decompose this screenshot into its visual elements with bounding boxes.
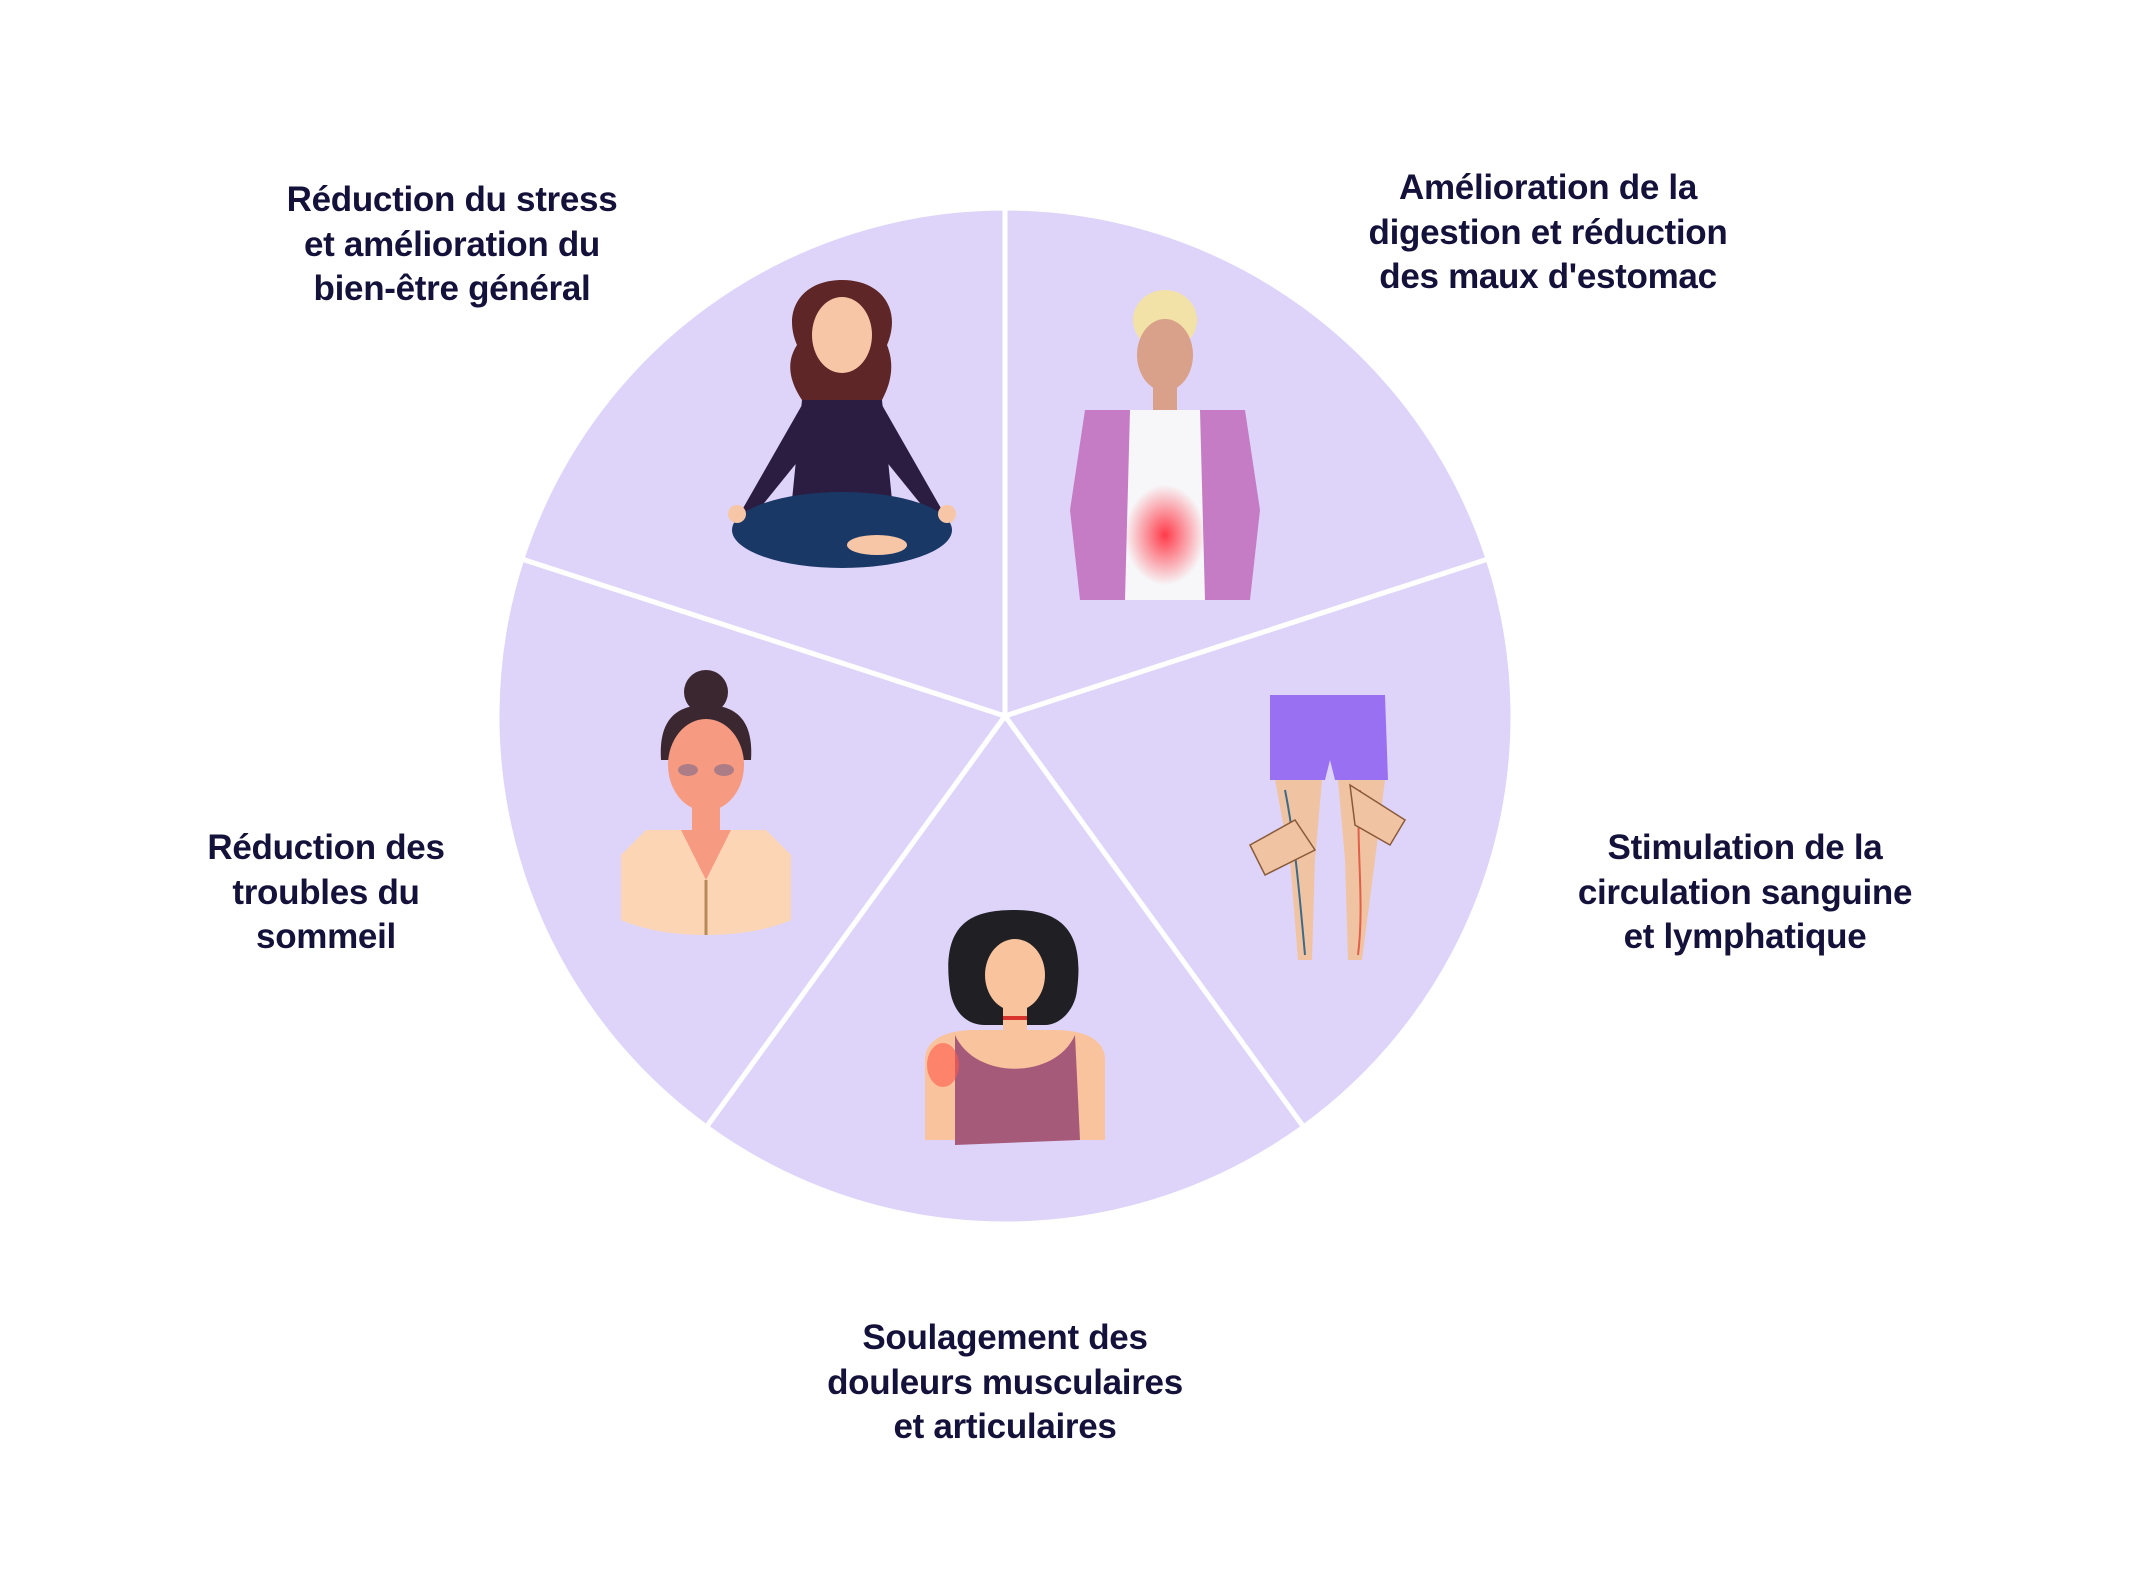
woman-shoulder-pain-illustration xyxy=(925,910,1105,1145)
label-line: et amélioration du xyxy=(303,224,601,264)
label-line: Réduction du stress xyxy=(286,180,618,219)
label-line: Soulagement des xyxy=(862,1318,1148,1357)
label-line: Amélioration de la xyxy=(1399,168,1697,207)
label-line: et articulaires xyxy=(893,1407,1117,1446)
label-line: Stimulation de la xyxy=(1607,828,1883,867)
label-stress: Réduction du stress et amélioration du b… xyxy=(192,178,712,312)
label-line: bien-être général xyxy=(313,269,591,308)
label-line: et lymphatique xyxy=(1623,917,1867,956)
label-douleurs: Soulagement des douleurs musculaires et … xyxy=(745,1316,1265,1450)
label-line: douleurs musculaires xyxy=(827,1362,1183,1402)
legs-massage-illustration xyxy=(1249,695,1407,960)
tired-woman-illustration xyxy=(621,670,791,935)
meditating-woman-illustration xyxy=(728,280,956,568)
label-line: sommeil xyxy=(256,917,396,956)
man-stomach-pain-illustration xyxy=(1070,290,1260,600)
label-circulation: Stimulation de la circulation sanguine e… xyxy=(1485,826,2005,960)
label-line: troubles du xyxy=(232,872,420,912)
label-sommeil: Réduction des troubles du sommeil xyxy=(66,826,586,960)
label-line: des maux d'estomac xyxy=(1379,257,1717,296)
label-line: Réduction des xyxy=(207,828,445,867)
label-line: circulation sanguine xyxy=(1577,872,1913,912)
label-line: digestion et réduction xyxy=(1368,212,1728,252)
label-digestion: Amélioration de la digestion et réductio… xyxy=(1288,166,1808,300)
